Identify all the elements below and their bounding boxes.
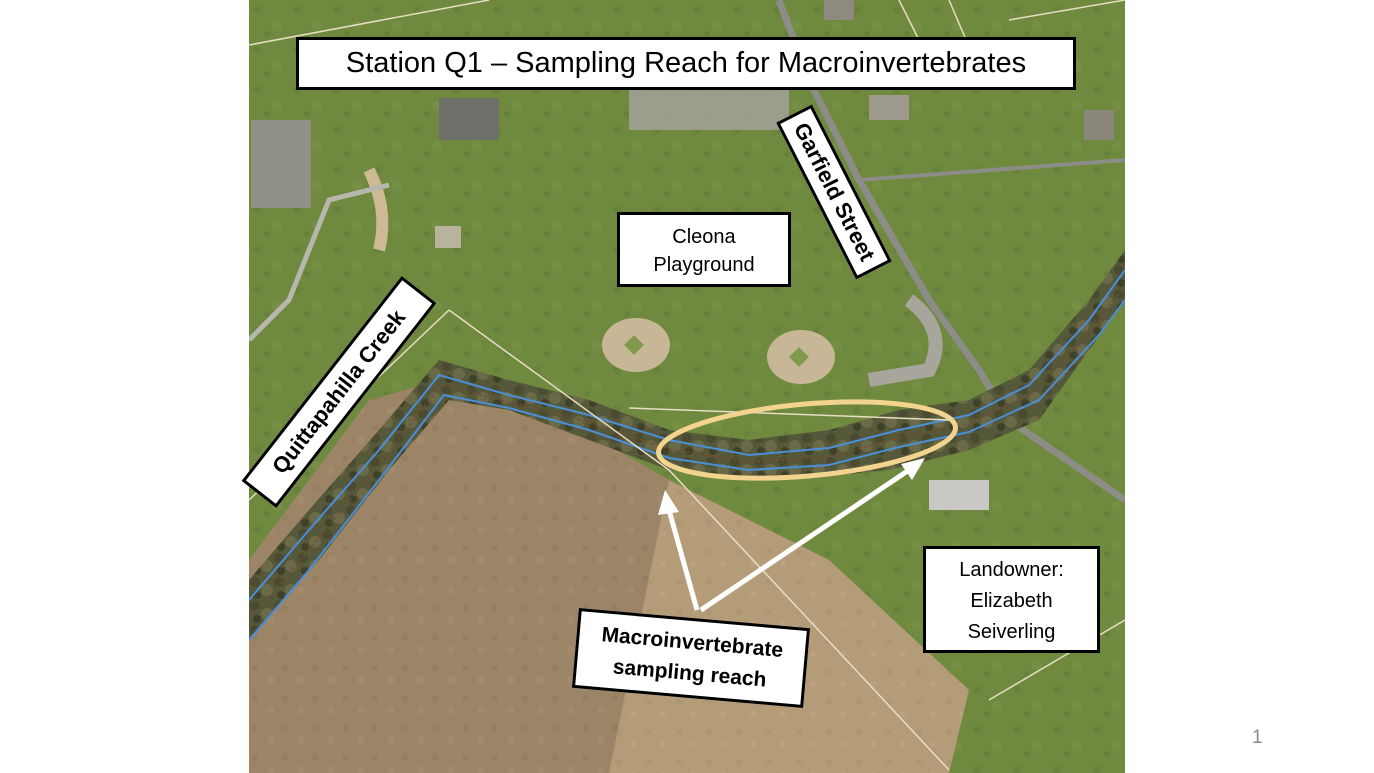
playground-label: Cleona Playground xyxy=(617,212,791,287)
sampling-reach-highlight xyxy=(656,399,958,481)
pavilion-roof xyxy=(439,98,499,140)
creek-bank-north xyxy=(249,269,1125,601)
house xyxy=(824,0,854,20)
pointer-arrows xyxy=(658,458,925,613)
arrowhead-west xyxy=(658,490,679,515)
driveway xyxy=(867,294,943,387)
arrowhead-east xyxy=(901,458,925,480)
side-street xyxy=(858,158,1125,182)
parcel-line xyxy=(249,0,490,46)
parcel-line xyxy=(628,407,950,421)
riparian-tree-band xyxy=(249,250,1125,640)
playground-label-line2: Playground xyxy=(653,254,755,276)
house xyxy=(1084,110,1114,140)
landowner-label-line2: Elizabeth xyxy=(970,590,1053,612)
slide-page-number: 1 xyxy=(1252,727,1263,748)
landowner-label: Landowner: Elizabeth Seiverling xyxy=(923,546,1100,653)
tennis-court xyxy=(251,120,311,208)
arrow-to-reach-west xyxy=(666,509,700,611)
landowner-label-line1: Landowner: xyxy=(959,559,1064,581)
sand-path xyxy=(363,167,389,252)
shelter-roof xyxy=(435,226,461,248)
arrow-to-reach-east xyxy=(699,467,911,613)
creek-bank-south xyxy=(249,299,1125,641)
playground-label-line1: Cleona xyxy=(672,226,736,248)
map-title: Station Q1 – Sampling Reach for Macroinv… xyxy=(296,37,1076,90)
house xyxy=(869,95,909,120)
landowner-label-line3: Seiverling xyxy=(967,621,1056,643)
park-walkway xyxy=(249,182,390,342)
parcel-line xyxy=(988,619,1125,701)
parking-lot xyxy=(629,90,789,130)
creek-centerline xyxy=(249,284,1125,621)
infield-grass xyxy=(624,335,644,355)
infield-grass xyxy=(789,347,809,367)
landowner-house xyxy=(929,480,989,510)
parcel-line xyxy=(448,309,950,771)
